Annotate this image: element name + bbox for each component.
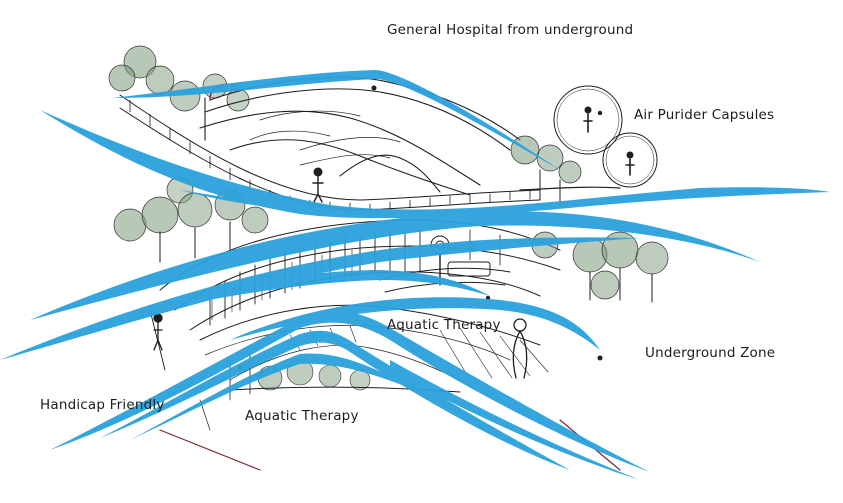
person-figures-lower [153, 313, 528, 379]
label-aquatic-therapy-upper: Aquatic Therapy [387, 317, 501, 333]
label-underground-zone: Underground Zone [645, 345, 776, 361]
label-general-hospital: General Hospital from underground [387, 22, 634, 38]
brush-stroke-lower-right [230, 297, 600, 350]
label-handicap-friendly: Handicap Friendly [40, 397, 165, 413]
brush-stroke-middle-arc [110, 270, 490, 320]
brush-stroke-bowl-outer [50, 311, 650, 472]
brush-stroke-upper [40, 110, 830, 219]
air-purifier-capsules [553, 85, 658, 188]
label-air-purifier-capsules: Air Purider Capsules [634, 107, 775, 123]
person-figure-top [312, 167, 324, 203]
blue-brush-strokes [0, 70, 830, 480]
tree-cluster-left-middle [113, 189, 269, 263]
brush-stroke-long-right [30, 211, 760, 320]
brush-stroke-bowl-core [130, 353, 420, 440]
brush-stroke-cross [0, 237, 640, 360]
brush-stroke-bowl-tail [390, 360, 640, 480]
label-aquatic-therapy-lower: Aquatic Therapy [245, 408, 359, 424]
